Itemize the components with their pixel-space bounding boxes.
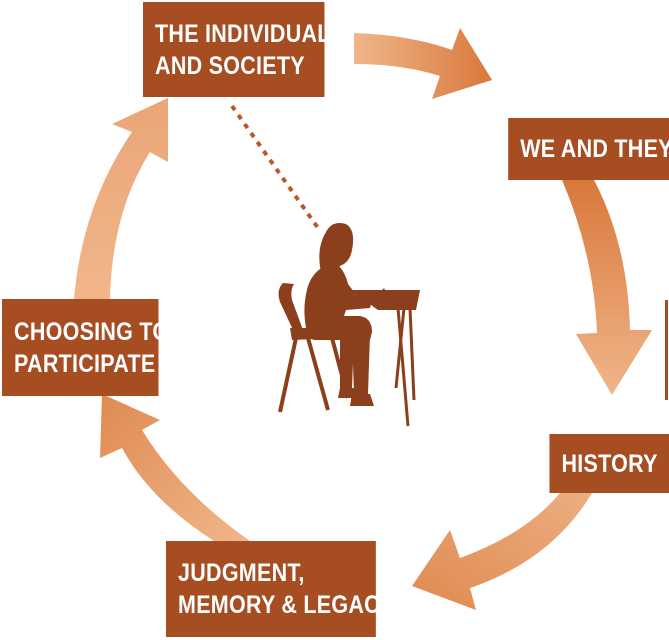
arrow-individual-to-we-they xyxy=(354,28,492,99)
arrow-choosing-to-individual xyxy=(74,98,168,299)
right-edge-bar xyxy=(665,300,668,400)
arrow-judgment-to-choosing xyxy=(100,394,250,541)
node-choosing-to-participate: CHOOSING TO PARTICIPATE xyxy=(2,299,170,396)
node-label-line: THE INDIVIDUAL xyxy=(155,19,331,48)
dotted-connector-line xyxy=(230,104,320,230)
node-label-line: AND SOCIETY xyxy=(155,51,305,80)
node-we-and-they: WE AND THEY xyxy=(508,118,669,180)
node-the-individual-and-society: THE INDIVIDUAL AND SOCIETY xyxy=(143,2,331,97)
node-label-line: JUDGMENT, xyxy=(178,559,305,587)
node-judgment-memory-legacy: JUDGMENT, MEMORY & LEGACY xyxy=(166,541,395,637)
node-label-line: PARTICIPATE xyxy=(14,349,156,378)
node-history: HISTORY xyxy=(549,434,669,493)
node-label-line: CHOOSING TO xyxy=(14,317,170,346)
student-at-desk-icon xyxy=(278,223,420,427)
node-label-line: MEMORY & LEGACY xyxy=(178,591,395,619)
node-label-line: WE AND THEY xyxy=(520,135,669,163)
arrow-history-to-judgment xyxy=(412,493,592,610)
node-label-line: HISTORY xyxy=(561,449,658,478)
arrow-we-they-to-history xyxy=(562,180,652,395)
